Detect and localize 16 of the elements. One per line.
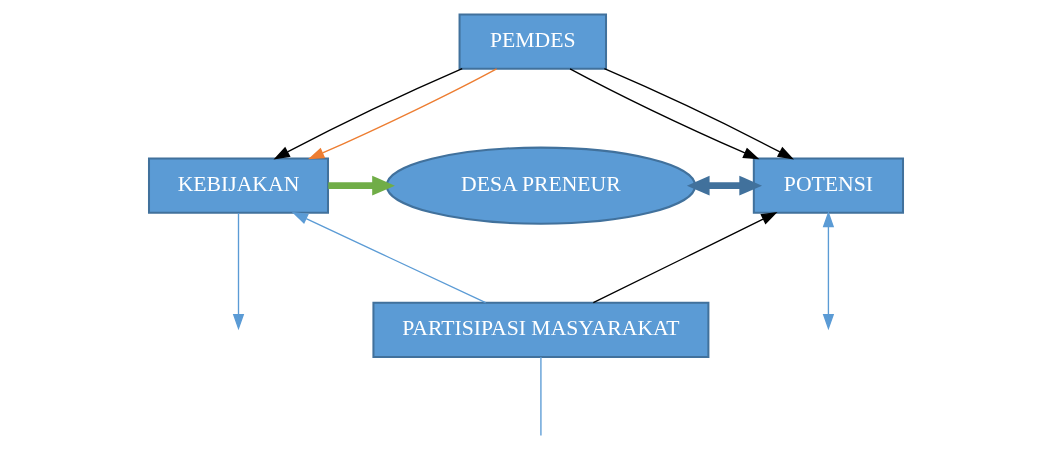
arrow — [232, 211, 244, 330]
connector — [539, 355, 542, 436]
node-box: POTENSI — [752, 157, 904, 214]
node-box: PEMDES — [458, 12, 607, 70]
node-ellipse: DESA PRENEUR — [385, 146, 696, 225]
arrow — [327, 175, 395, 196]
arrow — [686, 175, 762, 196]
arrow — [307, 67, 497, 159]
node-box: KEBIJAKAN — [147, 157, 329, 214]
arrow — [291, 211, 486, 303]
arrow — [592, 211, 778, 303]
arrow — [603, 67, 794, 159]
node-box: PARTISIPASI MASYARAKAT — [371, 301, 709, 358]
arrow — [822, 210, 834, 330]
arrow — [568, 67, 759, 159]
arrow — [273, 67, 463, 159]
